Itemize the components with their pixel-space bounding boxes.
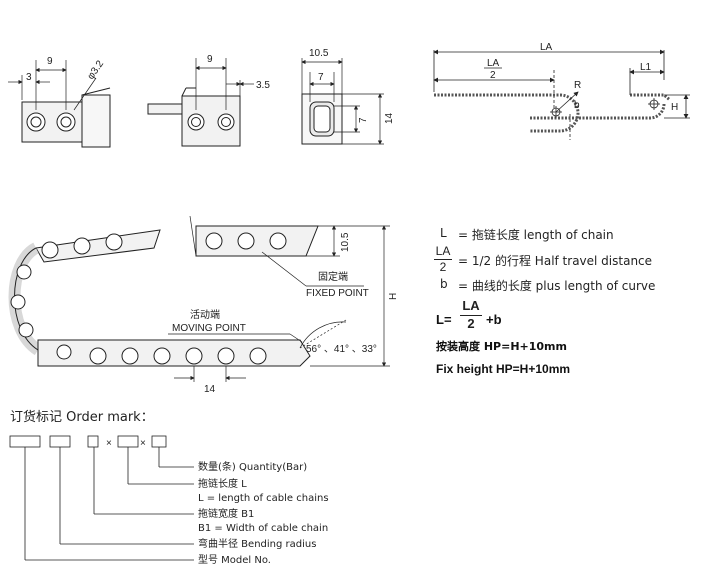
order-x1: × <box>106 438 112 449</box>
link-end-view <box>301 58 384 145</box>
order-line-4: 拖链宽度 B1 <box>198 507 254 520</box>
order-line-7: 型号 Model No. <box>198 553 271 566</box>
fixed-point-cn: 固定端 <box>318 270 348 283</box>
legend-la-den: 2 <box>439 260 447 274</box>
legend-l-symbol: L <box>440 226 447 240</box>
order-mark-title: 订货标记 Order mark： <box>10 410 154 425</box>
formula-bar <box>460 315 482 316</box>
dim-105-v3: 10.5 <box>309 48 329 59</box>
order-line-6: 弯曲半径 Bending radius <box>198 537 316 550</box>
chain-layout-schematic <box>433 49 690 140</box>
legend-la-text: = 1/2 的行程 Half travel distance <box>458 254 653 268</box>
install-height-cn: 按装高度 HP=H+10mm <box>436 340 567 353</box>
legend-la-num: LA <box>435 244 451 258</box>
dim-35-v2: 3.5 <box>256 80 270 91</box>
dim-phi32-v1: φ3.2 <box>85 58 106 81</box>
dim-7h-v3: 7 <box>358 117 369 123</box>
fixed-point-en: FIXED POINT <box>306 288 369 299</box>
label-h: H <box>671 102 678 113</box>
moving-point-cn: 活动端 <box>190 308 220 321</box>
dim-105-chain: 10.5 <box>340 232 351 252</box>
label-b: b <box>574 100 580 111</box>
label-la-num: LA <box>487 58 500 69</box>
dim-14-chain: 14 <box>204 384 216 395</box>
legend-la-bar <box>434 259 452 260</box>
dim-3-v1: 3 <box>26 72 32 83</box>
label-la: LA <box>540 42 553 53</box>
formula-num: LA <box>462 298 480 313</box>
dim-14-v3: 14 <box>384 112 395 124</box>
order-mark-diagram <box>9 435 194 561</box>
dim-h-chain: H <box>388 293 399 300</box>
dim-9-v1: 9 <box>47 56 53 67</box>
legend-b-symbol: b <box>440 277 448 291</box>
angles-label: 56° 、41° 、33° <box>306 344 377 355</box>
formula-plus-b: +b <box>486 312 502 327</box>
link-side-view-1 <box>8 60 111 148</box>
cable-chain-drawing <box>8 215 390 382</box>
order-line-5: B1 = Width of cable chain <box>198 523 328 534</box>
link-side-view-2 <box>147 58 254 147</box>
order-line-1: 数量(条) Quantity(Bar) <box>198 460 307 473</box>
formula-den: 2 <box>467 316 475 331</box>
legend-l-text: = 拖链长度 length of chain <box>458 228 614 242</box>
formula-l: L= <box>436 312 452 327</box>
order-x2: × <box>140 438 146 449</box>
legend-b-text: = 曲线的长度 plus length of curve <box>458 279 656 293</box>
label-r: R <box>574 80 581 91</box>
install-height-en: Fix height HP=H+10mm <box>436 362 571 376</box>
order-line-2: 拖链长度 L <box>198 477 247 490</box>
label-la-den: 2 <box>490 70 496 81</box>
dim-9-v2: 9 <box>207 54 213 65</box>
dim-7w-v3: 7 <box>318 72 324 83</box>
order-line-3: L = length of cable chains <box>198 493 329 504</box>
moving-point-en: MOVING POINT <box>172 323 246 334</box>
label-l1: L1 <box>640 62 652 73</box>
